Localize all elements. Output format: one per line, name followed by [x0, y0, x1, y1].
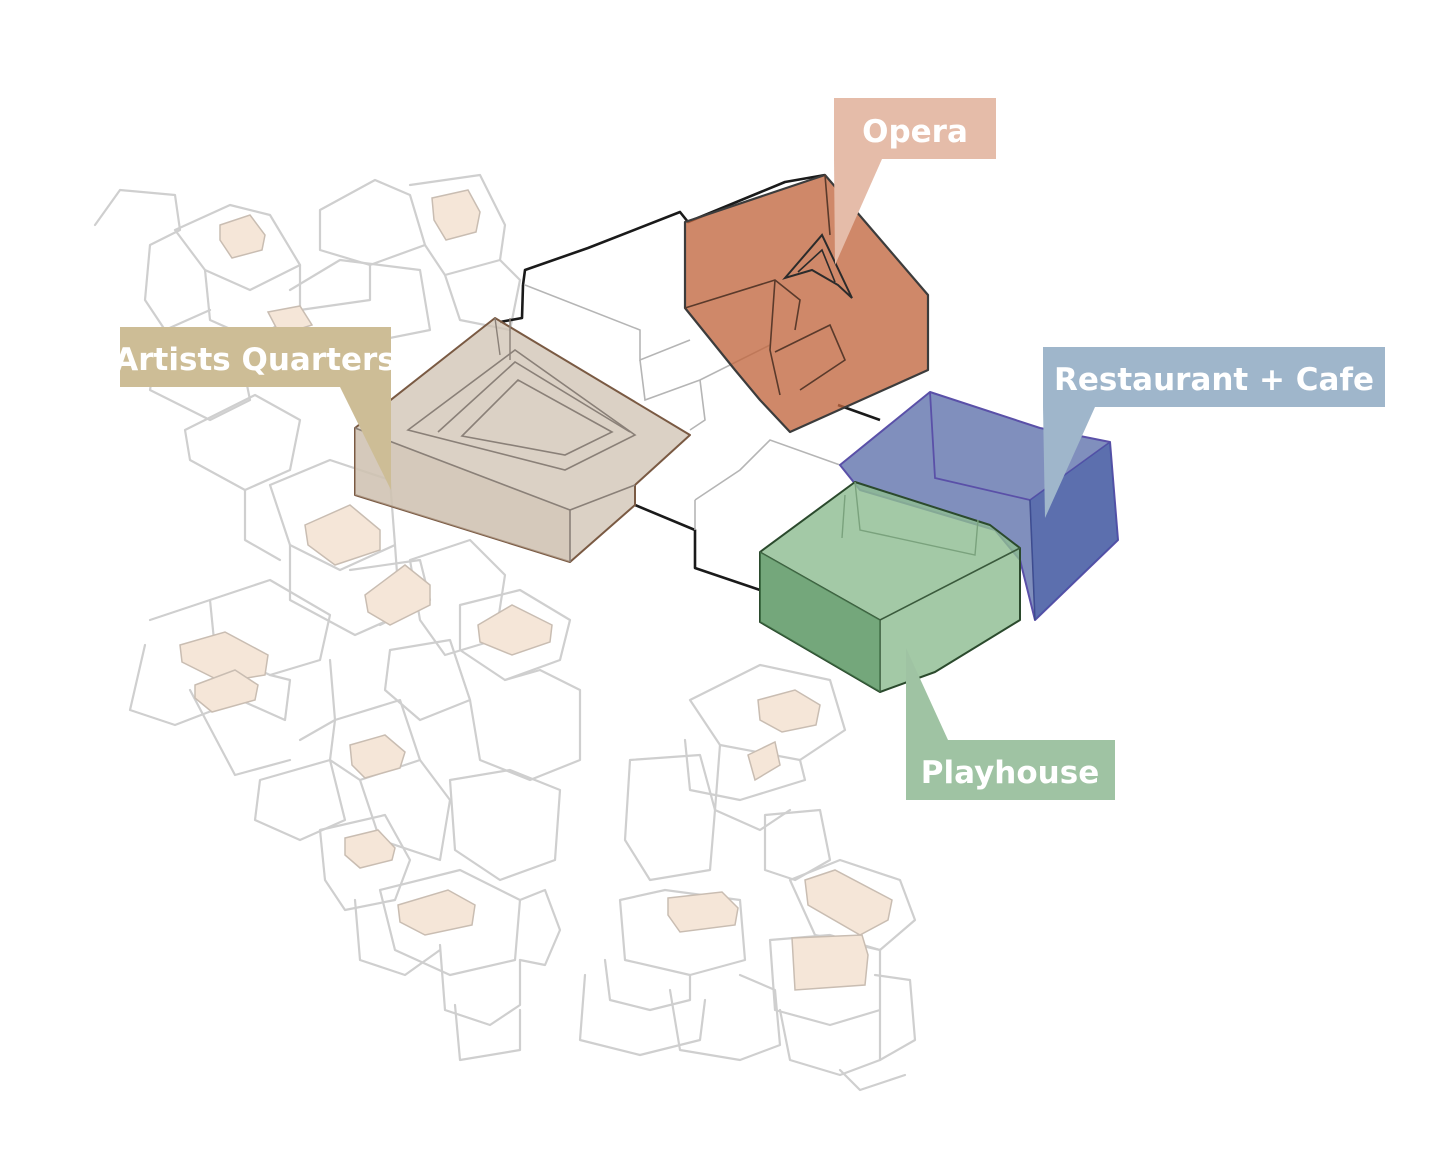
- restaurant-callout: Restaurant + Cafe: [1043, 347, 1385, 518]
- playhouse-label-box: [906, 740, 1115, 800]
- opera-volume: [683, 173, 930, 434]
- artists-callout-pointer: [340, 387, 391, 490]
- artists-label: Artists Quarters: [114, 342, 395, 378]
- context-buildings-bottom: [578, 663, 917, 1092]
- site-outline: [499, 173, 881, 592]
- playhouse-callout: Playhouse: [906, 648, 1115, 800]
- playhouse-label: Playhouse: [921, 755, 1099, 791]
- playhouse-volume: [759, 481, 1021, 693]
- playhouse-callout-pointer: [906, 648, 948, 740]
- opera-callout-pointer: [834, 159, 882, 265]
- opera-label: Opera: [862, 114, 968, 150]
- rooftop-structures: [179, 189, 893, 991]
- restaurant-label: Restaurant + Cafe: [1054, 362, 1374, 398]
- artists-quarters-volume: [354, 317, 691, 563]
- restaurant-label-box: [1043, 347, 1385, 407]
- opera-callout: Opera: [834, 98, 996, 265]
- opera-label-box: [834, 98, 996, 159]
- artists-callout: Artists Quarters: [114, 327, 396, 490]
- artists-label-box: [120, 327, 391, 387]
- restaurant-callout-pointer: [1043, 407, 1095, 518]
